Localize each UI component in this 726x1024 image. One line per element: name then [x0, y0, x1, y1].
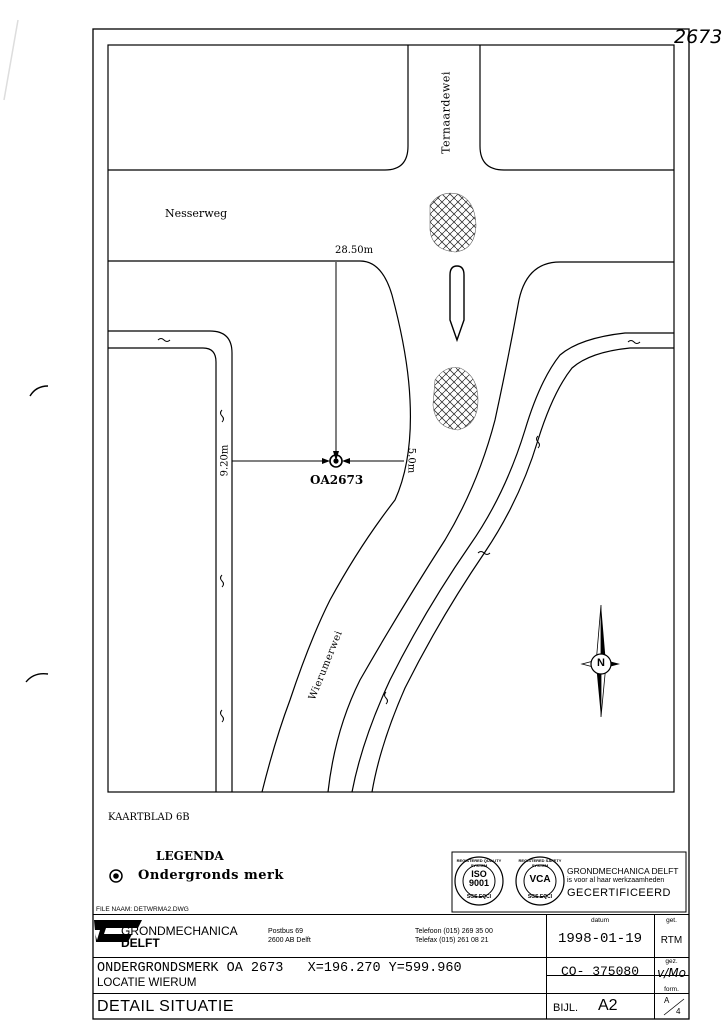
- map-sheet-label: KAARTBLAD 6B: [108, 812, 190, 823]
- outer-border: [92, 28, 690, 1020]
- co-number: CO- 375080: [560, 964, 639, 979]
- street-label-west: Nesserweg: [165, 207, 228, 220]
- cert-line-3: GECERTIFICEERD: [567, 887, 671, 899]
- seal2-ring-text: REGISTERED SAFETY SYSTEM: [518, 858, 562, 868]
- legend-item-label: Ondergronds merk: [138, 868, 284, 883]
- cycle-path-edge-2: [371, 347, 674, 793]
- project-line-1: ONDERGRONDSMERK OA 2673 X=196.270 Y=599.…: [97, 961, 462, 976]
- format-bottom: 4: [676, 1007, 681, 1016]
- dim-arrow-down: [333, 451, 339, 461]
- company-phone: Telefoon (015) 269 35 00: [415, 928, 493, 935]
- survey-marker-dot: [333, 458, 339, 464]
- seal2-center-text: VCA: [529, 874, 551, 885]
- road-edge-east: [327, 261, 674, 793]
- company-address-line2: 2600 AB Delft: [268, 937, 311, 944]
- marker-label: OA2673: [310, 473, 364, 487]
- dim-arrow-left: [322, 458, 330, 464]
- seal2-bottom-text: SGS EQCI: [527, 894, 553, 900]
- format-label: form.: [664, 986, 679, 993]
- format-top: A: [664, 996, 670, 1005]
- legend-marker-dot: [113, 873, 119, 879]
- cert-line-1: GRONDMECHANICA DELFT: [567, 866, 679, 876]
- survey-marker-icon: [329, 454, 343, 468]
- map-frame: [107, 44, 675, 793]
- company-name-line2: DELFT: [121, 936, 160, 950]
- sheet-number: 2673: [674, 26, 723, 48]
- date-value: 1998-01-19: [557, 931, 642, 947]
- cycle-path-edge-1: [351, 332, 674, 793]
- company-name-line1: GRONDMECHANICA: [121, 924, 238, 938]
- dimension-top-label: 28.50m: [335, 245, 374, 256]
- legend-marker-icon: [109, 869, 123, 883]
- street-label-north: Ternaardewei: [439, 71, 453, 154]
- dim-arrow-right: [342, 458, 350, 464]
- dimension-left-label: 9.20m: [219, 444, 231, 477]
- checked-by-value: v/Mo: [657, 966, 686, 980]
- compass-north-letter: N: [597, 657, 605, 669]
- company-logo-icon: [94, 920, 142, 942]
- path-inner: [108, 347, 217, 792]
- format-slash: [663, 998, 685, 1016]
- block-top-left: [108, 45, 409, 171]
- date-label: datum: [590, 917, 610, 924]
- certification-frame: [451, 851, 687, 913]
- attachment-value: A2: [598, 997, 618, 1014]
- seal1-center-text: ISO 9001: [468, 869, 490, 888]
- drawing-title: DETAIL SITUATIE: [97, 998, 234, 1015]
- drawn-by-label: get.: [666, 917, 677, 924]
- iso-seal-icon: [454, 856, 504, 906]
- project-line-2: LOCATIE WIERUM: [97, 977, 197, 989]
- block-top-right: [479, 45, 674, 171]
- traffic-island: [449, 265, 465, 343]
- vegetation-symbols: [157, 338, 641, 723]
- company-address-line1: Postbus 69: [268, 928, 304, 935]
- checked-by-label: gez.: [665, 958, 678, 965]
- seal1-bottom-text: SGS EQCI: [466, 894, 492, 900]
- vca-seal-icon: [515, 856, 565, 906]
- paved-area-south: [432, 367, 479, 431]
- seal1-ring-text: REGISTERED QUALITY SYSTEM: [456, 858, 502, 868]
- dimension-right-label: 5.0m: [405, 447, 417, 474]
- company-fax: Telefax (015) 261 08 21: [415, 937, 489, 944]
- road-edge-west: [108, 260, 411, 793]
- path-outer: [108, 330, 233, 792]
- file-name: FILE NAAM: DETWRMA2.DWG: [96, 906, 189, 913]
- north-arrow-icon: [580, 604, 620, 718]
- drawn-by-value: RTM: [660, 935, 683, 946]
- attachment-label: BIJL.: [553, 1002, 579, 1014]
- paved-area-north: [429, 192, 477, 253]
- cert-line-2: is voor al haar werkzaamheden: [567, 877, 665, 884]
- legend-title: LEGENDA: [156, 849, 224, 863]
